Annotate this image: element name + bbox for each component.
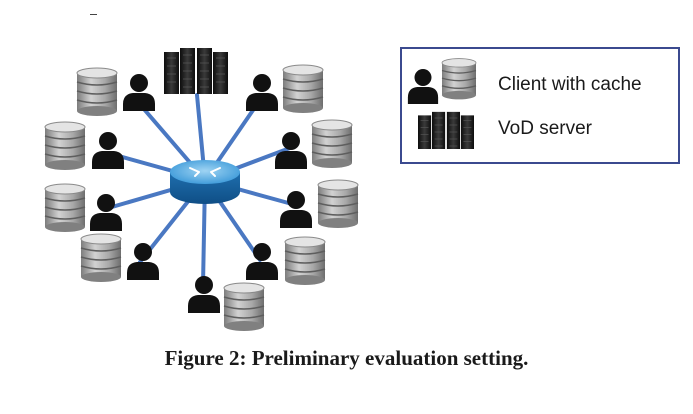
legend-server-label: VoD server [498, 118, 592, 139]
database-icon [223, 282, 265, 332]
user-icon [280, 191, 312, 228]
user-icon [188, 276, 220, 313]
user-icon [246, 74, 278, 111]
client-4 [80, 233, 159, 283]
user-icon [407, 69, 439, 104]
user-icon [90, 194, 122, 231]
database-icon [282, 64, 324, 114]
router-icon [170, 160, 240, 204]
client-5 [188, 276, 265, 332]
legend-icons [407, 57, 477, 149]
legend-client-label: Client with cache [498, 74, 642, 95]
database-icon [44, 183, 86, 233]
user-icon [127, 243, 159, 280]
figure-caption: Figure 2: Preliminary evaluation setting… [164, 346, 529, 370]
database-icon [76, 67, 118, 117]
server-rack-icon [417, 111, 475, 149]
database-icon [44, 121, 86, 171]
client-8 [275, 119, 353, 169]
database-icon [311, 119, 353, 169]
client-3 [44, 183, 122, 233]
server-rack-icon [163, 47, 229, 95]
client-6 [246, 236, 326, 286]
stray-mark [90, 14, 97, 15]
database-icon [317, 179, 359, 229]
user-icon [92, 132, 124, 169]
database-icon [80, 233, 122, 283]
client-9 [246, 64, 324, 114]
database-icon [284, 236, 326, 286]
client-2 [44, 121, 124, 171]
database-icon [441, 57, 477, 101]
legend: Client with cache VoD server [400, 47, 680, 164]
user-icon [123, 74, 155, 111]
client-7 [280, 179, 359, 229]
client-1 [76, 67, 155, 117]
